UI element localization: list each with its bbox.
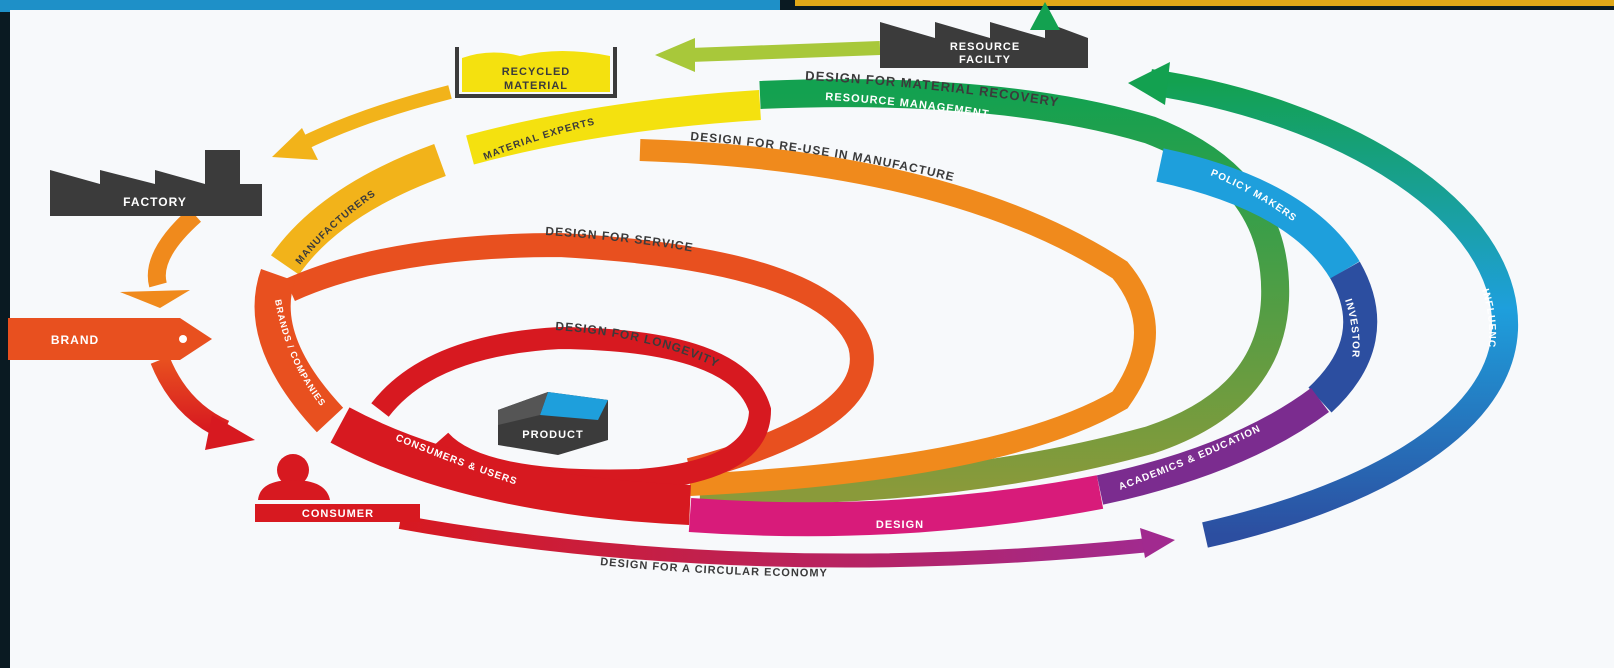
influencers-arrowhead xyxy=(1128,62,1170,105)
reuse-loop-band xyxy=(639,139,1156,496)
design-band xyxy=(688,475,1104,537)
recycled-material-node: RECYCLED MATERIAL xyxy=(455,47,617,98)
factory-to-brand-arrow xyxy=(147,208,202,288)
manufacturers-band xyxy=(271,144,446,275)
green-chimney-icon xyxy=(1030,2,1060,30)
investors-band xyxy=(1308,261,1378,413)
influencers-band xyxy=(1148,69,1519,548)
factory-label: FACTORY xyxy=(123,195,187,209)
resource-facility-label-line2: FACILTY xyxy=(959,54,1011,66)
recycled-material-fill xyxy=(462,51,610,92)
circular-economy-arrow xyxy=(398,515,1151,568)
academics-band xyxy=(1096,387,1329,505)
circular-economy-arrowhead xyxy=(1140,528,1175,558)
background-top-strip xyxy=(0,0,780,12)
recycled-to-factory-arrow xyxy=(296,85,452,152)
product-node: PRODUCT xyxy=(498,392,608,455)
product-label: PRODUCT xyxy=(522,429,583,441)
label-design: DESIGN xyxy=(876,519,924,531)
person-head-icon xyxy=(277,454,309,486)
consumers-users-band xyxy=(330,407,691,525)
material-experts-band xyxy=(466,90,761,165)
recycled-material-label-line2: MATERIAL xyxy=(504,80,568,92)
facility-to-recycled-arrowhead xyxy=(655,38,695,72)
person-body-icon xyxy=(258,480,330,500)
brand-label: BRAND xyxy=(51,333,99,347)
factory-to-brand-arrowhead xyxy=(120,290,190,308)
product-arrow-icon xyxy=(540,392,608,420)
background-top-strip-yellow xyxy=(795,0,1614,6)
recycled-to-factory-arrowhead xyxy=(272,128,318,160)
brands-companies-band xyxy=(254,269,344,433)
facility-to-recycled-arrow xyxy=(689,41,881,62)
resource-facility-node: RESOURCE FACILTY xyxy=(880,2,1088,68)
brand-node: BRAND xyxy=(8,318,212,360)
consumer-label: CONSUMER xyxy=(302,508,374,520)
resource-management-band xyxy=(699,79,1290,505)
resource-facility-label-line1: RESOURCE xyxy=(950,41,1020,53)
brand-tag-hole-icon xyxy=(179,335,187,343)
policy-makers-band xyxy=(1156,148,1360,280)
brand-to-consumer-arrowhead xyxy=(205,415,255,450)
consumer-node: CONSUMER xyxy=(255,454,420,522)
factory-node: FACTORY xyxy=(50,150,262,216)
service-loop-band xyxy=(285,232,874,482)
recycled-material-label-line1: RECYCLED xyxy=(502,66,571,78)
